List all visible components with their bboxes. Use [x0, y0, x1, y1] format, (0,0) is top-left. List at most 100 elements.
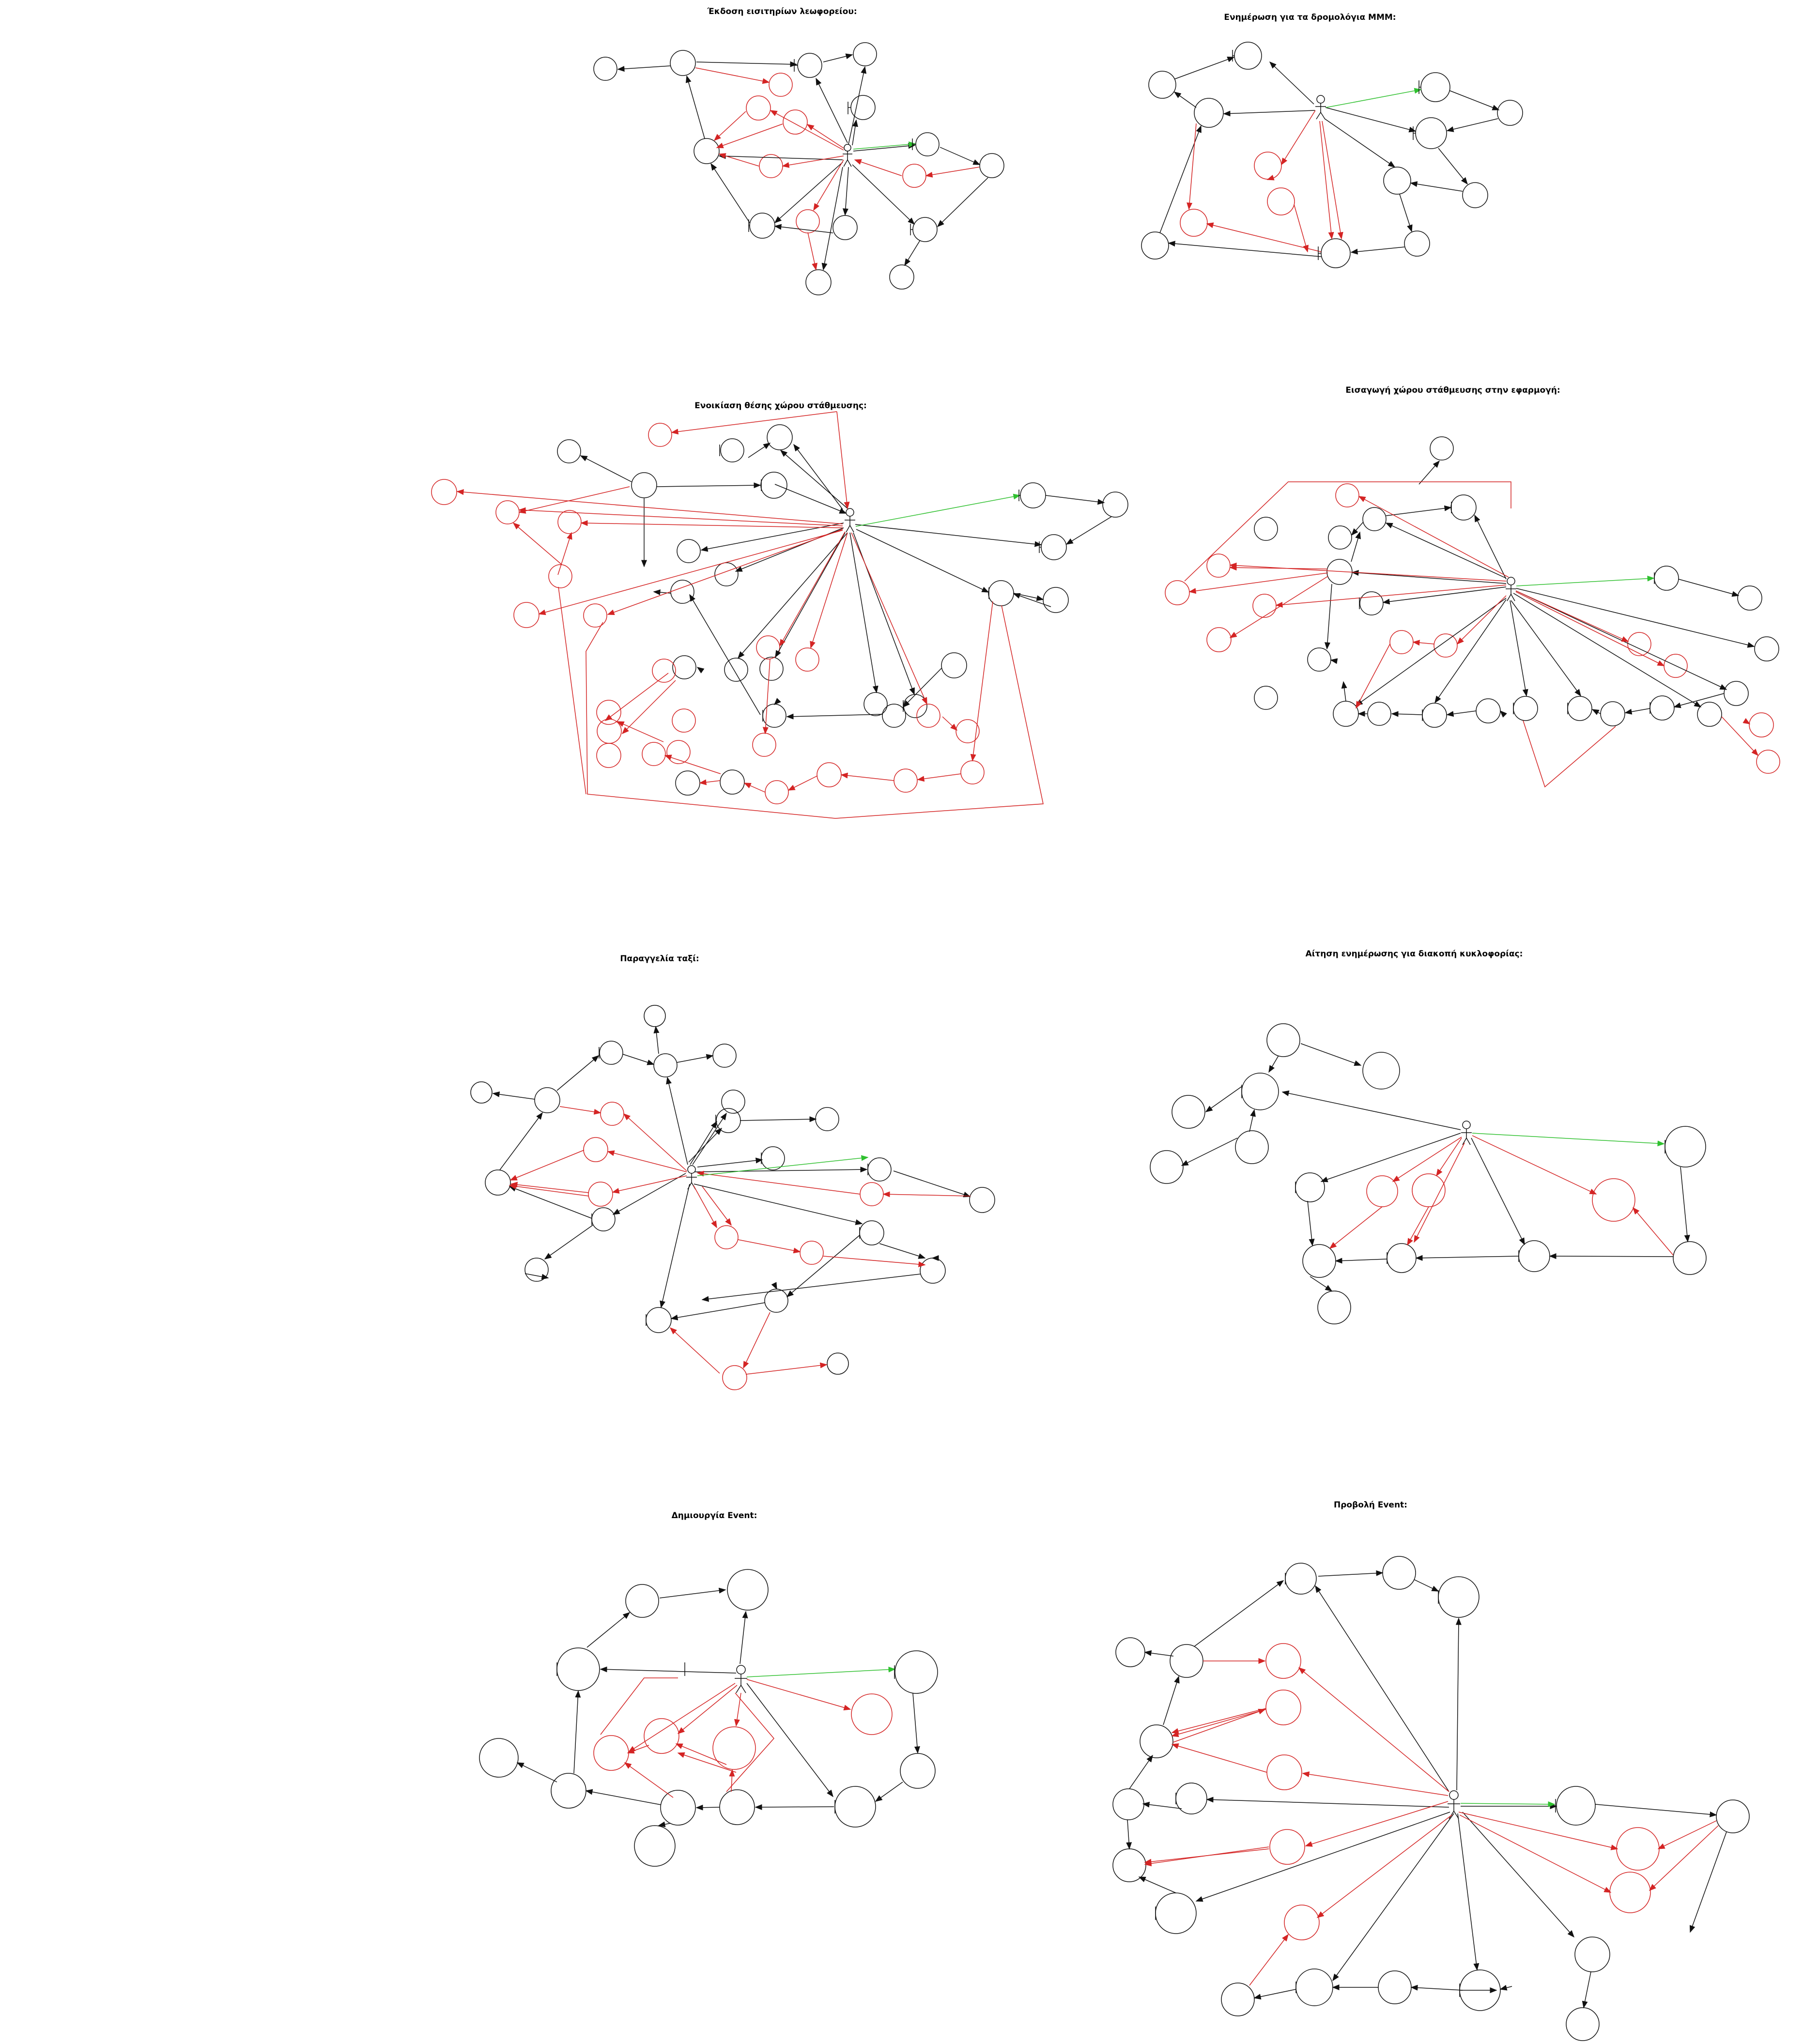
boundary-circle-icon: [1450, 494, 1477, 521]
control-circle-icon: [1284, 1905, 1320, 1940]
diagram-mmm-routes: [1141, 42, 1523, 268]
boundary-circle-icon: [1430, 436, 1454, 461]
boundary-circle-icon: [988, 580, 1014, 606]
entity-circle-icon: [557, 439, 581, 463]
diagram-event-create: [479, 1569, 938, 1867]
boundary-circle-icon: [860, 1182, 884, 1206]
control-circle-icon: [979, 153, 1004, 178]
control-circle-icon: [1600, 701, 1625, 726]
boundary-circle-icon: [513, 602, 540, 628]
control-circle-icon: [920, 1258, 946, 1284]
boundary-circle-icon: [1383, 167, 1411, 195]
boundary-circle-icon: [1592, 1178, 1635, 1222]
control-circle-icon: [1141, 231, 1169, 260]
boundary-circle-icon: [1206, 627, 1232, 652]
entity-circle-icon: [1362, 1052, 1400, 1090]
control-circle-icon: [805, 269, 832, 295]
control-circle-icon: [783, 109, 808, 135]
diagram-title-event-create: Δημιουργία Event:: [671, 1511, 757, 1521]
error-loop-path: [558, 586, 586, 795]
diagram-taxi-order: [470, 1005, 995, 1390]
boundary-circle-icon: [797, 53, 822, 78]
control-circle-icon: [916, 704, 940, 728]
control-circle-icon: [677, 539, 701, 563]
boundary-circle-icon: [1756, 750, 1780, 774]
control-circle-icon: [557, 510, 582, 534]
control-circle-icon: [1112, 1848, 1146, 1882]
entity-circle-icon: [470, 1081, 493, 1104]
boundary-circle-icon: [1609, 1872, 1651, 1913]
control-circle-icon: [1754, 636, 1779, 661]
boundary-circle-icon: [1422, 703, 1447, 728]
boundary-circle-icon: [894, 1650, 938, 1694]
boundary-circle-icon: [851, 1693, 893, 1735]
control-circle-icon: [863, 692, 888, 716]
entity-circle-icon: [1150, 1150, 1184, 1184]
boundary-circle-icon: [1269, 1829, 1305, 1865]
control-circle-icon: [1389, 630, 1414, 654]
actor-icon: [843, 144, 852, 167]
boundary-circle-icon: [1180, 209, 1208, 237]
diagram-traffic-request: [1150, 1023, 1707, 1324]
boundary-circle-icon: [727, 1569, 769, 1611]
boundary-circle-icon: [591, 1207, 616, 1231]
control-circle-icon: [796, 209, 820, 233]
boundary-circle-icon: [1567, 696, 1592, 721]
boundary-circle-icon: [1359, 591, 1384, 615]
control-circle-icon: [653, 1053, 678, 1077]
boundary-circle-icon: [1616, 1827, 1660, 1871]
boundary-circle-icon: [1155, 1892, 1197, 1934]
boundary-circle-icon: [431, 479, 457, 505]
control-circle-icon: [672, 708, 696, 733]
boundary-circle-icon: [915, 132, 940, 156]
entity-circle-icon: [593, 57, 617, 81]
control-circle-icon: [800, 1241, 824, 1265]
control-circle-icon: [1497, 100, 1523, 126]
boundary-circle-icon: [1020, 482, 1046, 508]
diagram-title-bus-tickets: Έκδοση εισιτηρίων λεωφορείου:: [707, 7, 857, 16]
control-circle-icon: [1266, 1023, 1300, 1057]
control-circle-icon: [670, 50, 696, 76]
control-circle-icon: [631, 472, 657, 498]
boundary-circle-icon: [646, 1307, 672, 1333]
boundary-circle-icon: [712, 1726, 756, 1770]
entity-circle-icon: [479, 1738, 519, 1778]
control-circle-icon: [1404, 231, 1430, 257]
control-circle-icon: [882, 704, 906, 728]
entity-circle-icon: [827, 1352, 849, 1375]
boundary-circle-icon: [1649, 695, 1675, 721]
entity-circle-icon: [1317, 1291, 1351, 1324]
boundary-circle-icon: [1265, 1643, 1301, 1679]
control-circle-icon: [969, 1187, 995, 1213]
control-circle-icon: [1382, 1556, 1416, 1590]
control-circle-icon: [722, 1365, 747, 1390]
control-circle-icon: [765, 780, 789, 804]
control-circle-icon: [719, 1789, 755, 1825]
boundary-circle-icon: [1265, 1690, 1301, 1725]
boundary-circle-icon: [1165, 580, 1190, 605]
boundary-circle-icon: [912, 217, 938, 242]
entity-circle-icon: [1115, 1637, 1145, 1667]
control-circle-icon: [495, 500, 520, 524]
error-loop-path: [1523, 720, 1616, 788]
control-circle-icon: [1367, 702, 1391, 726]
actor-icon: [1448, 1790, 1460, 1819]
control-circle-icon: [720, 769, 745, 795]
control-circle-icon: [759, 657, 784, 681]
control-circle-icon: [1697, 702, 1722, 727]
control-circle-icon: [1362, 507, 1387, 531]
diagram-parking-rent: [431, 411, 1128, 819]
error-loop-path: [726, 1692, 774, 1792]
control-circle-icon: [588, 1182, 613, 1207]
entity-circle-icon: [1172, 1095, 1205, 1129]
boundary-circle-icon: [1241, 1073, 1279, 1110]
boundary-circle-icon: [903, 694, 927, 718]
boundary-circle-icon: [767, 424, 793, 450]
boundary-circle-icon: [1387, 1243, 1417, 1273]
entity-circle-icon: [672, 655, 696, 679]
control-circle-icon: [1737, 585, 1762, 611]
actor-icon: [735, 1665, 747, 1693]
boundary-marker-group: [556, 50, 1665, 1997]
boundary-circle-icon: [600, 1102, 624, 1126]
boundary-circle-icon: [760, 472, 787, 499]
